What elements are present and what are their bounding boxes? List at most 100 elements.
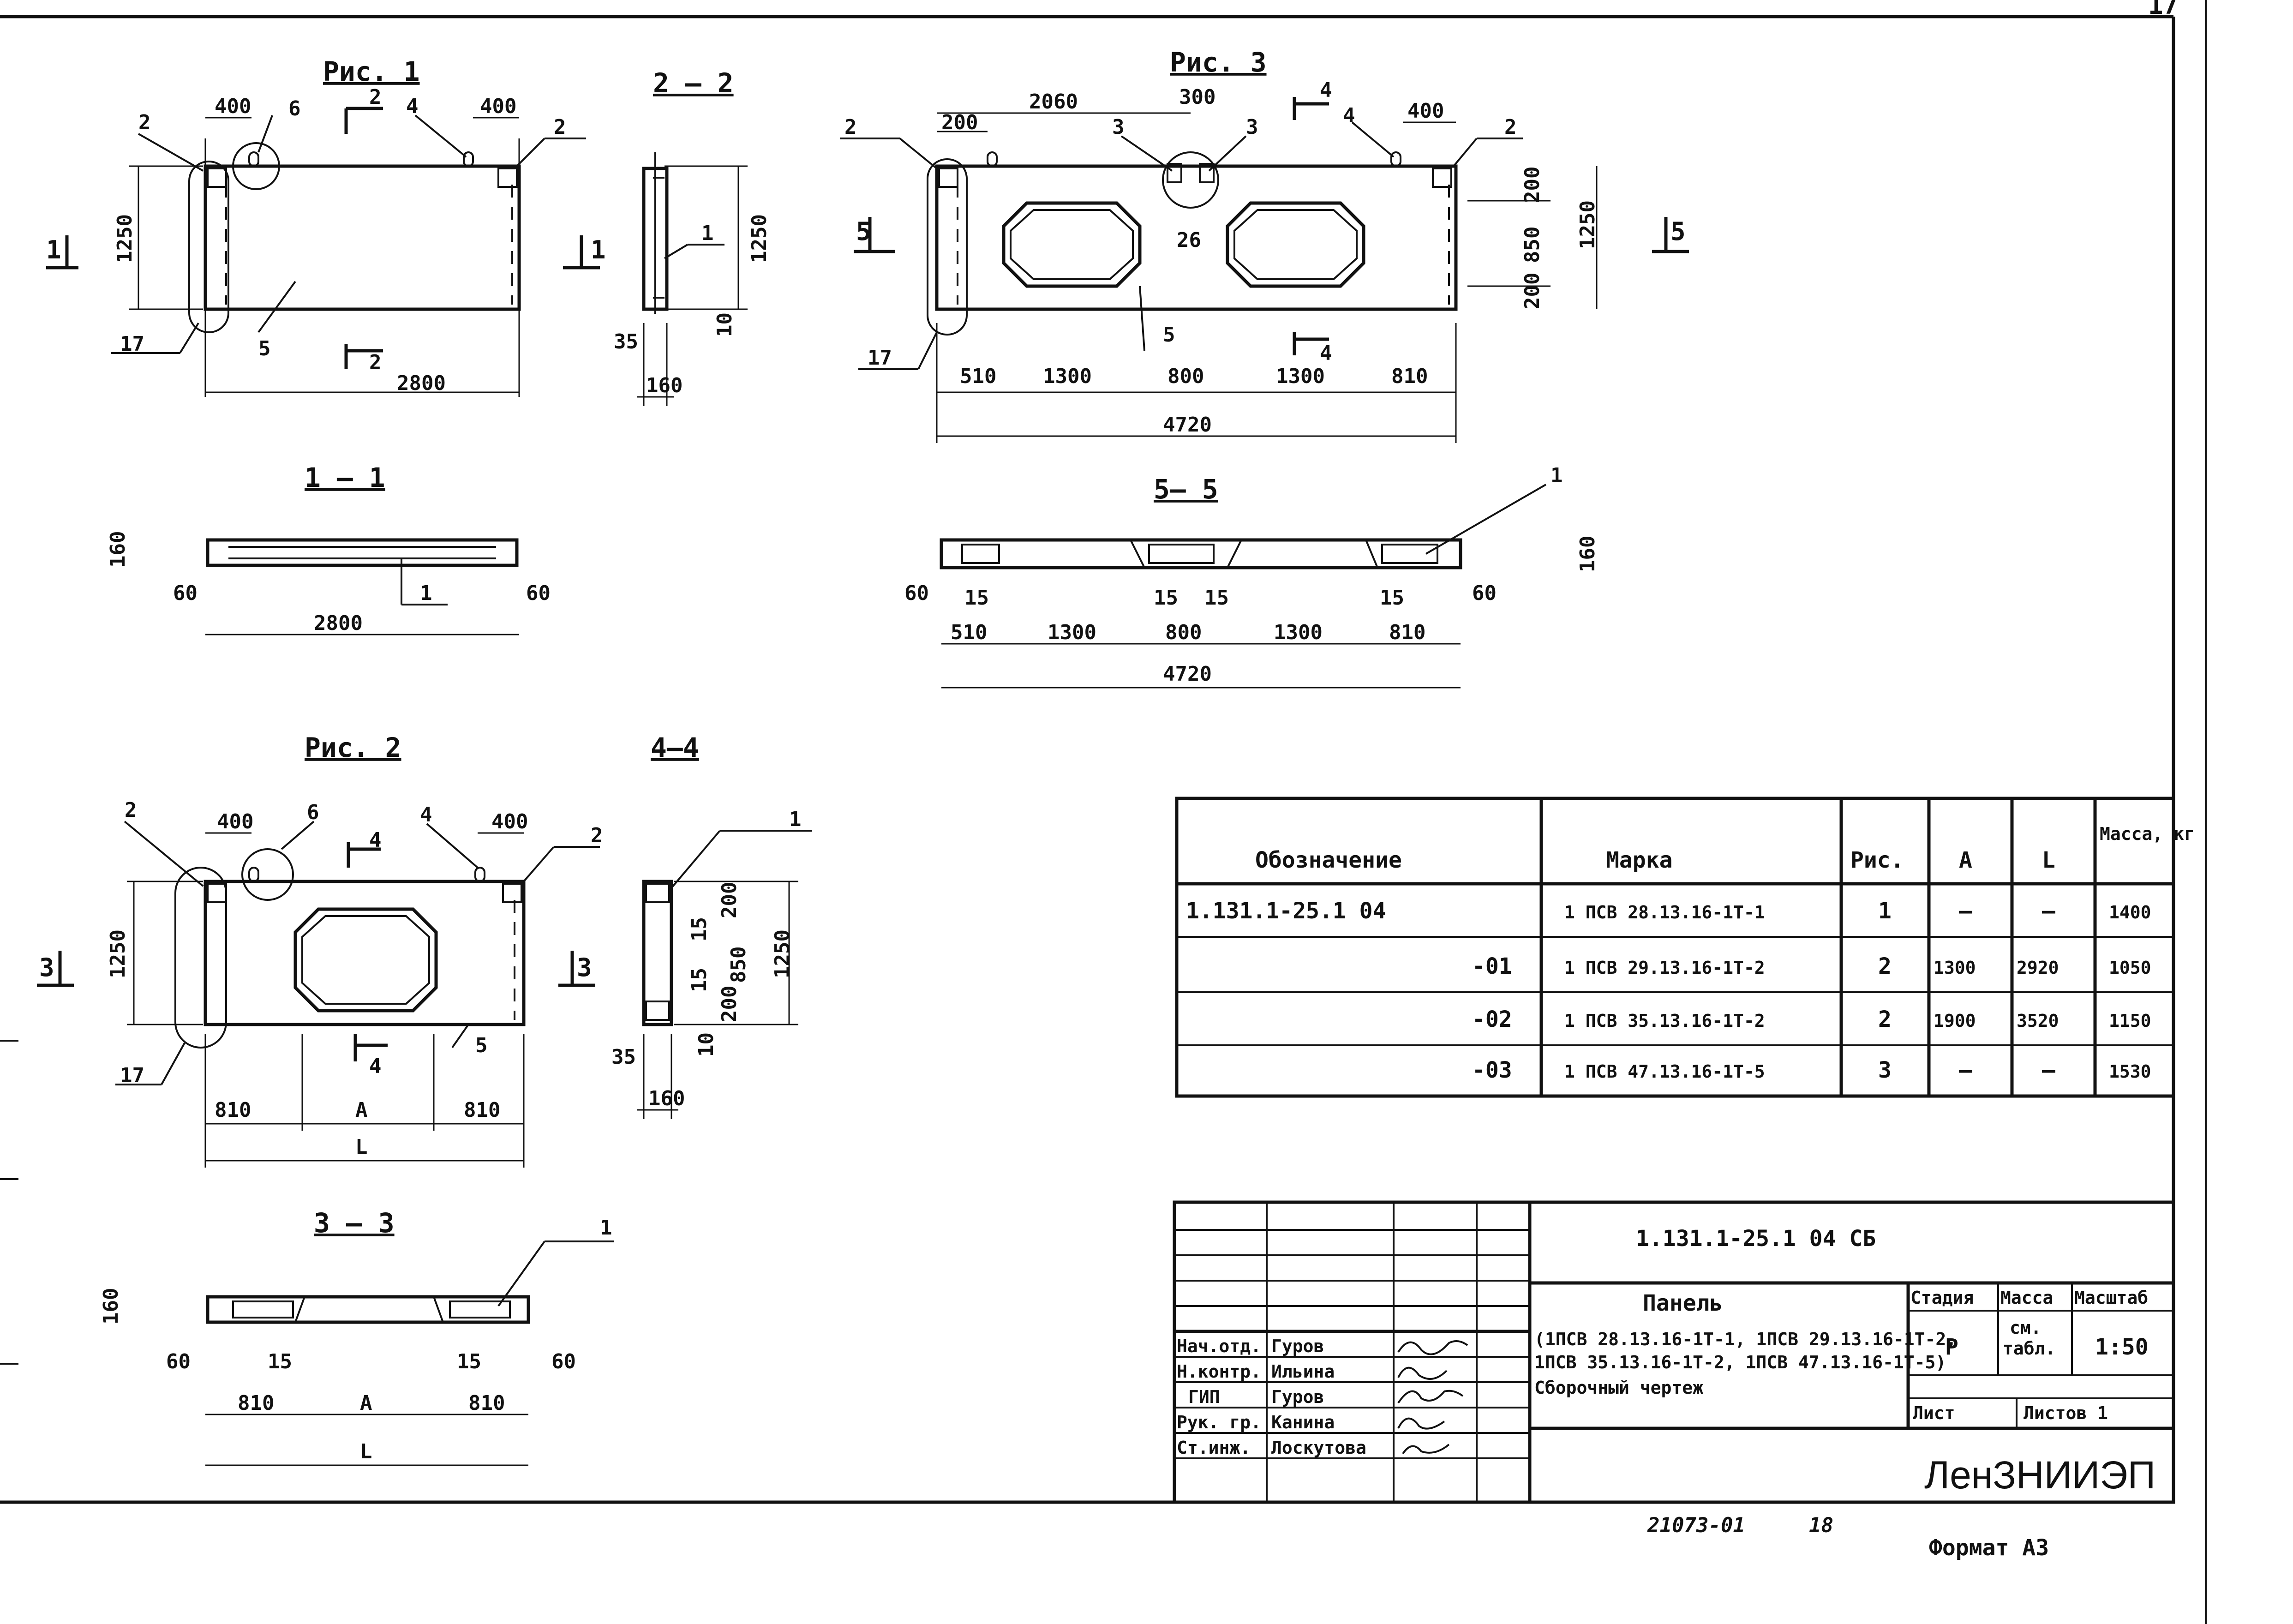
signer4-role: Ст.инж. — [1177, 1438, 1251, 1458]
fig3-dim-1300b: 1300 — [1276, 365, 1325, 388]
fig1-callout-2b: 2 — [554, 115, 566, 139]
inventory-number: 21073-01 — [1647, 1514, 1745, 1537]
sec44-callout-1: 1 — [789, 808, 802, 831]
spec-row3-designation: -03 — [1472, 1057, 1512, 1083]
fig3-sec4-bottom: 4 — [1320, 342, 1332, 365]
sec33-dim-810-right: 810 — [468, 1391, 505, 1415]
fig2-dim-400-left: 400 — [217, 810, 253, 833]
sec55-dim-4720: 4720 — [1163, 662, 1212, 686]
spec-row1-a: 1300 — [1934, 958, 1976, 978]
sec44-dim-200-bottom: 200 — [718, 986, 741, 1022]
fig3-height: 1250 — [1576, 200, 1599, 249]
sec44-title: 4—4 — [651, 732, 699, 763]
sec33-callout-1: 1 — [600, 1216, 612, 1240]
title-name: Панель — [1643, 1290, 1723, 1316]
spec-header-l: L — [2042, 847, 2055, 873]
signatures — [1397, 1340, 1468, 1455]
signer0-role: Нач.отд. — [1177, 1336, 1261, 1356]
section-4-4: 4—4 1 1250 200 850 200 15 15 10 35 160 — [611, 732, 812, 1119]
sec44-dim-200-top: 200 — [718, 882, 741, 918]
fig3-callout-5: 5 — [1163, 323, 1175, 347]
spec-row2-fig: 2 — [1878, 1007, 1892, 1032]
fig3-dim-200: 200 — [941, 111, 978, 134]
spec-header-fig: Рис. — [1850, 847, 1904, 873]
spec-row1-mark: 1 ПСВ 29.13.16-1Т-2 — [1564, 958, 1765, 978]
spec-row2-l: 3520 — [2017, 1011, 2059, 1031]
sec33-dim-L: L — [360, 1440, 372, 1463]
sec55-dim-1300a: 1300 — [1048, 621, 1096, 644]
sec44-thickness: 160 — [648, 1087, 685, 1110]
spec-row3-mass: 1530 — [2109, 1061, 2151, 1082]
fig3-dim-510: 510 — [960, 365, 996, 388]
fig3-dim-200-bottom: 200 — [1521, 273, 1544, 309]
sec55-title: 5— 5 — [1154, 473, 1218, 505]
sec55-dim-60-left: 60 — [904, 581, 929, 605]
spec-row1-designation: -01 — [1472, 953, 1512, 979]
signer1-role: Н.контр. — [1177, 1361, 1261, 1382]
sheet-format: Формат А3 — [1929, 1535, 2049, 1561]
fig1-callout-6: 6 — [288, 97, 301, 120]
sec44-dim-850: 850 — [727, 947, 750, 983]
fig3-callout-17: 17 — [868, 346, 892, 370]
spec-row2-mark: 1 ПСВ 35.13.16-1Т-2 — [1564, 1011, 1765, 1031]
fig1-callout-5: 5 — [258, 337, 271, 360]
signer0-name: Гуров — [1271, 1336, 1324, 1356]
signer1-name: Ильина — [1271, 1361, 1335, 1382]
fig1-title: Рис. 1 — [323, 56, 420, 87]
fig3-dim-800: 800 — [1167, 365, 1204, 388]
stage-value: Р — [1945, 1334, 1958, 1360]
spec-row0-designation: 1.131.1-25.1 04 — [1186, 898, 1386, 924]
section-3-3: 3 — 3 1 160 60 60 15 15 810 A 810 L — [99, 1207, 614, 1466]
fig2-dim-810-left: 810 — [215, 1098, 251, 1122]
fig1-height: 1250 — [113, 214, 137, 263]
spec-header-designation: Обозначение — [1255, 847, 1402, 873]
spec-row3-a: — — [1959, 1057, 1972, 1083]
fig3-sec5-right: 5 — [1670, 217, 1686, 246]
sec44-dim-15-bottom: 15 — [688, 968, 711, 992]
scale-value: 1:50 — [2095, 1334, 2149, 1360]
fig3-callout-2a: 2 — [844, 115, 857, 139]
sec11-thickness: 160 — [106, 531, 130, 568]
sheets-label: Листов 1 — [2024, 1403, 2108, 1423]
fig3-dim-200-top: 200 — [1521, 167, 1544, 203]
sec22-dim-35: 35 — [614, 330, 638, 354]
fig1-sec1-right: 1 — [591, 235, 606, 264]
spec-row1-fig: 2 — [1878, 953, 1892, 979]
fig3-dim-300: 300 — [1179, 85, 1215, 109]
fig1-callout-4: 4 — [406, 95, 419, 118]
sec33-dim-A: A — [360, 1391, 372, 1415]
fig2-callout-2b: 2 — [591, 824, 603, 847]
fig1-length: 2800 — [397, 372, 446, 395]
spec-row3-l: — — [2042, 1057, 2055, 1083]
sec33-title: 3 — 3 — [314, 1207, 395, 1239]
fig3-dim-850: 850 — [1521, 227, 1544, 263]
sec33-dim-15-right: 15 — [457, 1350, 481, 1373]
spec-row3-mark: 1 ПСВ 47.13.16-1Т-5 — [1564, 1061, 1765, 1082]
spec-header-mark: Марка — [1606, 847, 1673, 873]
spec-row0-fig: 1 — [1878, 898, 1892, 924]
sec55-dim-60-right: 60 — [1472, 581, 1497, 605]
section-5-5: 5— 5 1 160 60 60 15 15 15 15 510 1300 80… — [904, 464, 1599, 689]
sheet-number: 17 — [2148, 0, 2178, 20]
fig2-sec3-right: 3 — [577, 953, 592, 982]
fig3-sec4-top: 4 — [1320, 78, 1332, 102]
fig1-dim-400-left: 400 — [215, 95, 251, 118]
sec11-dim-60-left: 60 — [173, 581, 198, 605]
sec22-height: 1250 — [748, 214, 771, 263]
fig3-title: Рис. 3 — [1170, 47, 1267, 78]
sec33-dim-810-left: 810 — [238, 1391, 274, 1415]
spec-row0-l: — — [2042, 898, 2055, 924]
mass-value-1: см. — [2010, 1318, 2042, 1338]
spec-table: Обозначение Марка Рис. А L Масса, кг 1.1… — [1175, 797, 2195, 1098]
spec-row3-fig: 3 — [1878, 1057, 1892, 1083]
sec55-dim-15b: 15 — [1154, 586, 1178, 610]
section-2-2: 2 — 2 1250 1 10 35 160 — [614, 67, 771, 406]
fig2-sec4-top: 4 — [369, 828, 382, 852]
spec-row2-a: 1900 — [1934, 1011, 1976, 1031]
fig2-sec3-left: 3 — [39, 953, 54, 982]
sec55-dim-15d: 15 — [1380, 586, 1404, 610]
spec-header-mass: Масса, кг — [2100, 824, 2195, 844]
spec-row1-mass: 1050 — [2109, 958, 2151, 978]
spec-row2-mass: 1150 — [2109, 1011, 2151, 1031]
